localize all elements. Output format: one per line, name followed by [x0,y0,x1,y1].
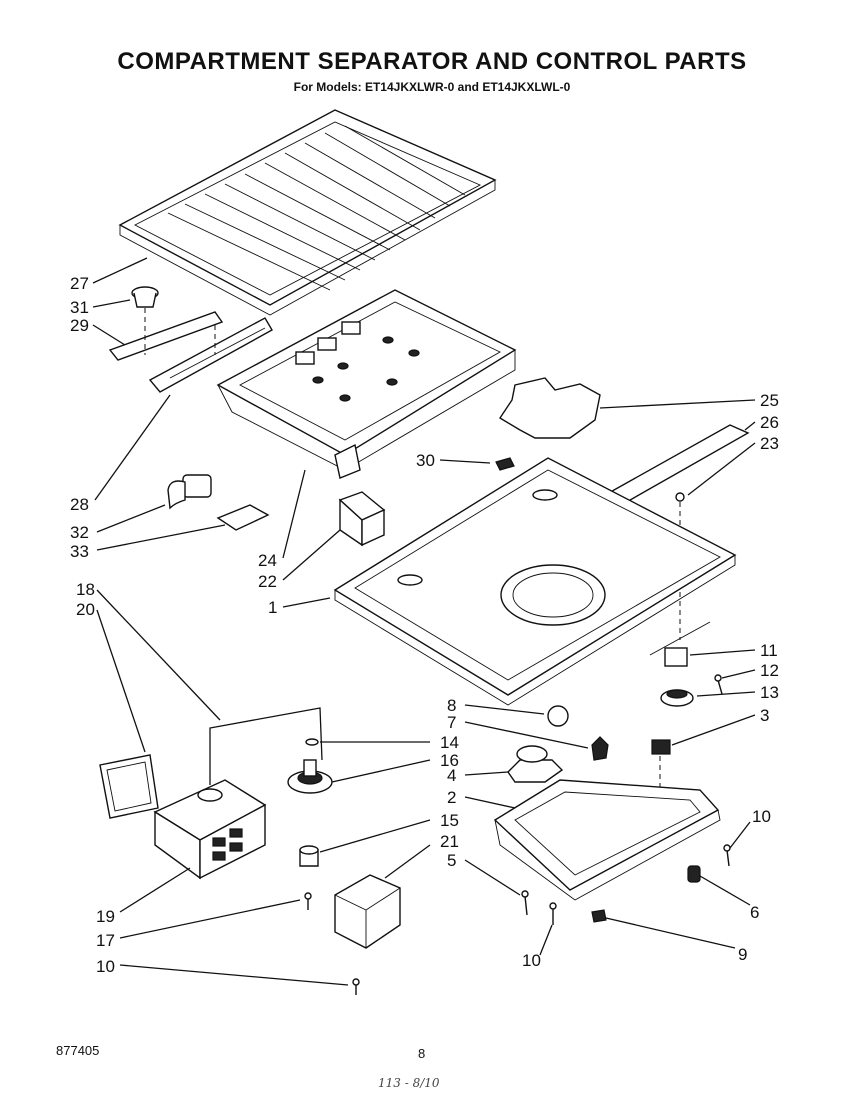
callout-33: 33 [70,542,89,561]
callout-20: 20 [76,600,95,619]
handwritten-note: 113 - 8/10 [378,1076,440,1090]
callout-7: 7 [447,713,456,732]
callout-16: 16 [440,751,459,770]
callout-2: 2 [447,788,456,807]
document-number: 877405 [56,1043,100,1058]
callout-10-bottom: 10 [522,951,541,970]
leader-lines [92,257,756,986]
callout-12: 12 [760,661,779,680]
part-4-thermostat [507,745,564,783]
part-8-knob [547,705,569,727]
part-22-block [338,491,386,547]
callout-22: 22 [258,572,277,591]
part-11-damper-switch [649,621,711,667]
part-19-light-housing [153,779,267,880]
callout-30: 30 [416,451,435,470]
callout-1: 1 [268,598,277,617]
part-1-separator-base [333,457,737,706]
part-32-bulb-socket [167,474,212,510]
part-2-control-housing [493,779,721,901]
part-14-clip [305,738,319,746]
part-25-baffle [499,377,601,439]
part-24-separator-tray [216,289,517,479]
callout-15: 15 [440,811,459,830]
part-31-knob [131,286,159,308]
part-21-bracket [334,874,401,949]
part-20-lens-frame [99,754,159,819]
part-9-foot [591,909,607,923]
part-13-gear [660,689,694,707]
part-15-socket [299,845,319,867]
model-subtitle: For Models: ET14JKXLWR-0 and ET14JKXLWL-… [293,80,571,94]
callout-23: 23 [760,434,779,453]
callout-labels: 27 31 29 28 32 33 24 22 25 26 23 30 1 18… [70,274,779,976]
part-10-screw-bottom [549,902,557,925]
part-27-shelf-grille [118,109,497,316]
callout-29: 29 [70,316,89,335]
part-7-bushing [591,736,609,761]
callout-26: 26 [760,413,779,432]
callout-4: 4 [447,766,456,785]
callout-32: 32 [70,523,89,542]
callout-25: 25 [760,391,779,410]
callout-8: 8 [447,696,456,715]
part-29-strip [108,311,224,361]
part-16-dial [287,759,333,794]
callout-27: 27 [70,274,89,293]
part-28-bracket [144,308,273,393]
callout-31: 31 [70,298,89,317]
part-10-screw-left [352,978,360,995]
callout-11: 11 [760,641,778,660]
callout-18: 18 [76,580,95,599]
part-18-wire-rod [209,707,323,785]
callout-21: 21 [440,832,459,851]
callout-14: 14 [440,733,459,752]
callout-10-right: 10 [752,807,771,826]
callout-5: 5 [447,851,456,870]
page-number: 8 [418,1046,426,1061]
part-5-screw [521,890,529,916]
callout-9: 9 [738,945,747,964]
part-33-clip [216,504,270,531]
part-17-screw [304,892,312,910]
callout-3: 3 [760,706,769,725]
part-12-screw [714,674,723,695]
part-10-screw-right [723,844,731,867]
callout-19: 19 [96,907,115,926]
callout-6: 6 [750,903,759,922]
callout-10-left: 10 [96,957,115,976]
part-23-screw [675,492,685,640]
callout-24: 24 [258,551,277,570]
callout-13: 13 [760,683,779,702]
part-30-pad [495,457,515,471]
callout-17: 17 [96,931,115,950]
part-6-grommet [687,865,701,883]
page-title: COMPARTMENT SEPARATOR AND CONTROL PARTS [117,48,747,75]
callout-28: 28 [70,495,89,514]
